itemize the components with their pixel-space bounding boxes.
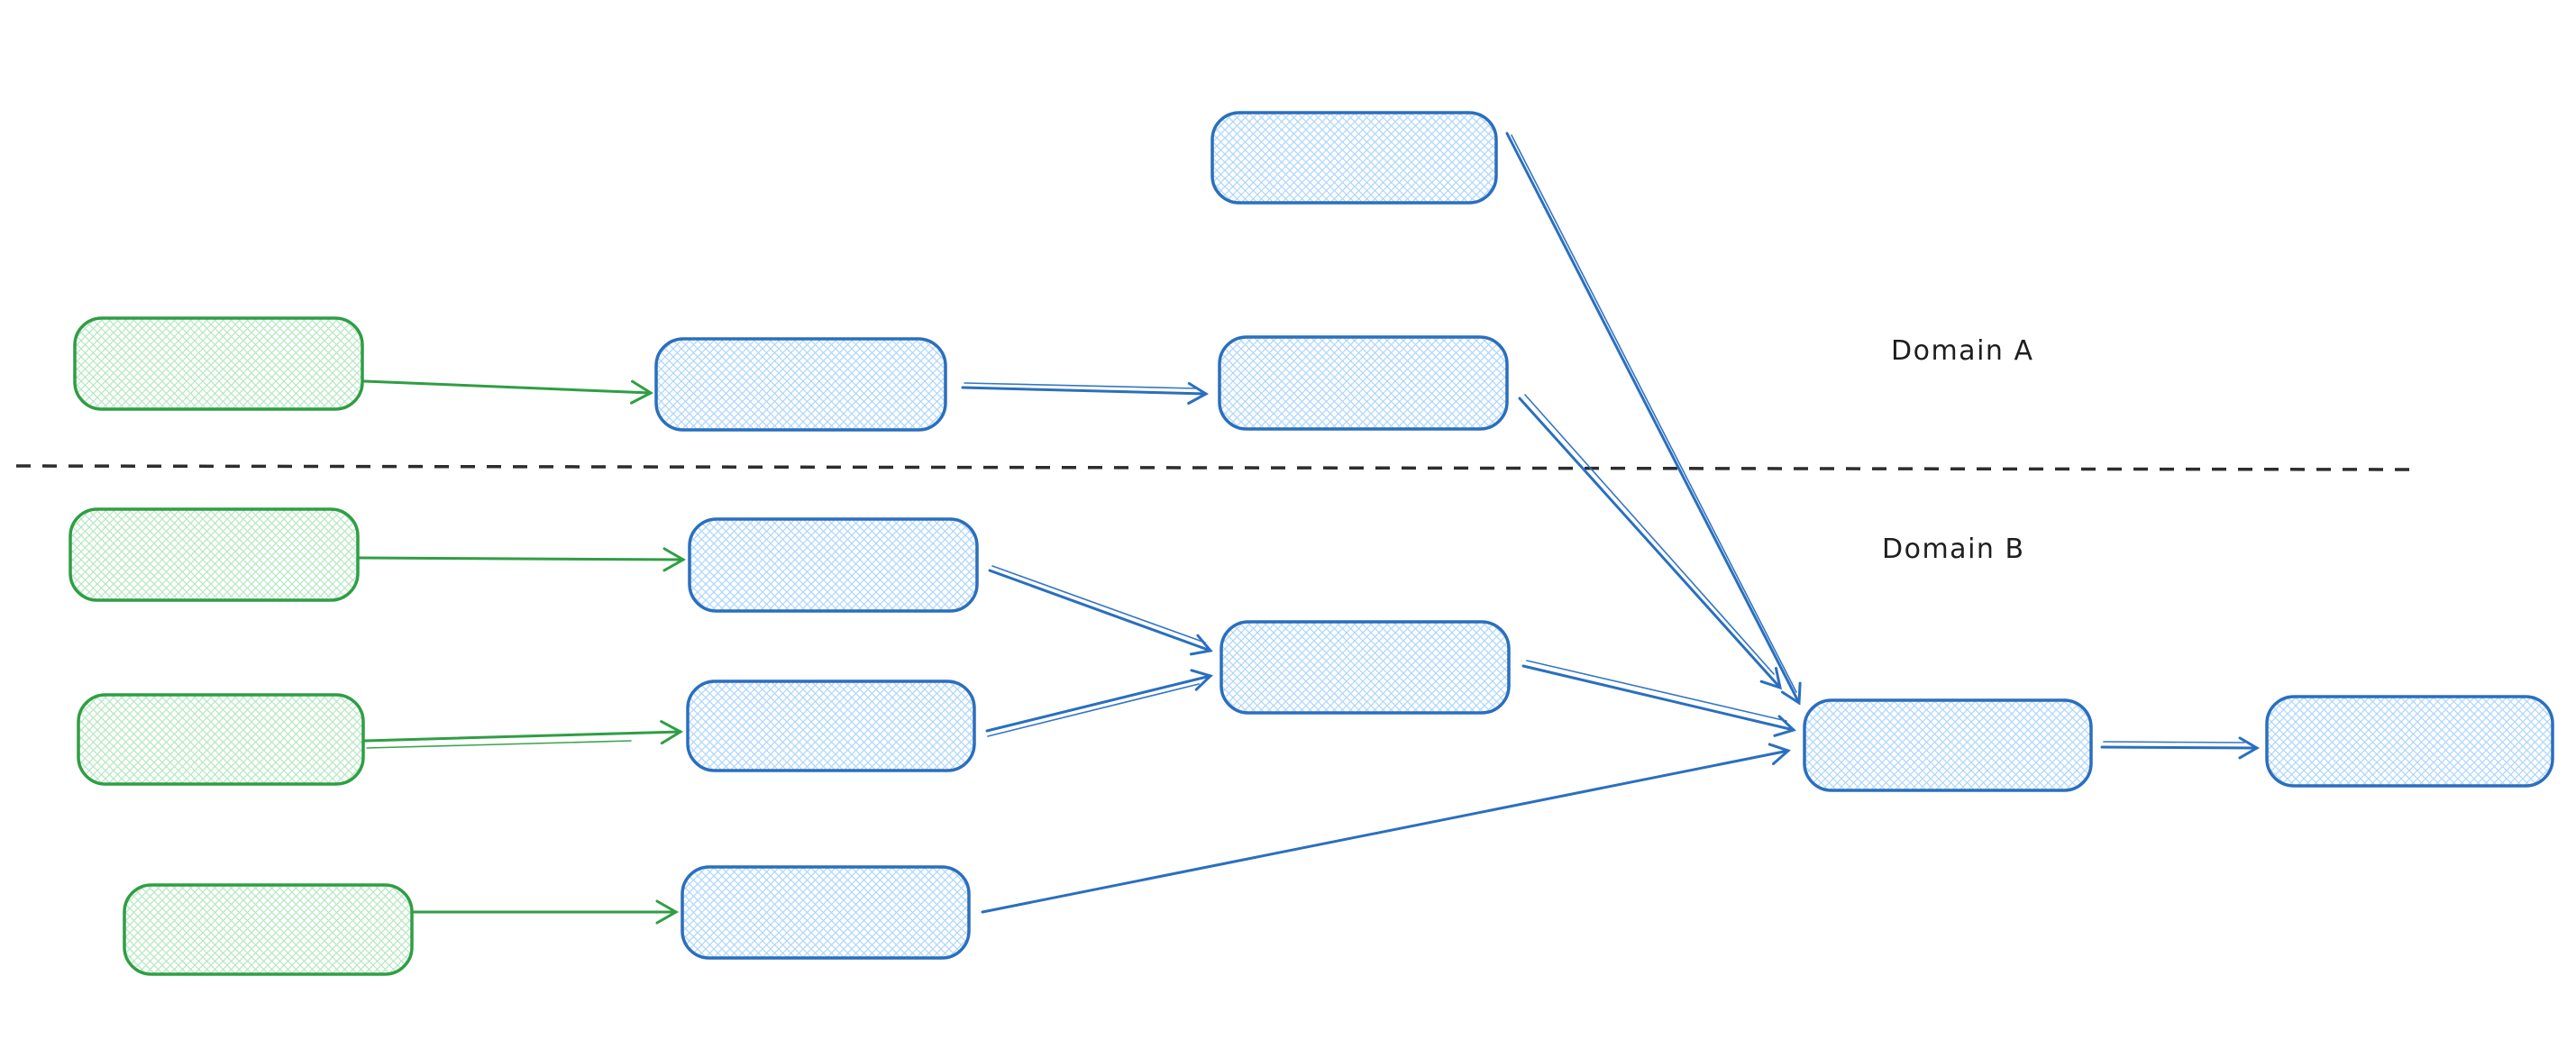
node-domain-b-stage-3[interactable] [681,865,971,960]
node-merge[interactable] [1803,698,2093,792]
edge-domain-b-join-to-merge[interactable] [1521,664,1796,737]
domain-a-label[interactable]: Domain A [1891,335,2034,367]
edge-domain-b-stage-2-to-join[interactable] [985,669,1213,733]
node-domain-b-stage-1[interactable] [688,517,979,613]
edge-merge-to-output[interactable] [2100,736,2260,760]
node-domain-a-node-top[interactable] [1210,111,1498,205]
edge-domain-a-stage-1-to-stage-2-echo [964,382,1196,389]
node-domain-b-source-3[interactable] [123,883,414,976]
edge-domain-b-stage-3-to-merge[interactable] [981,743,1791,914]
node-domain-a-stage-2[interactable] [1218,335,1509,431]
edge-domain-a-stage-1-to-stage-2[interactable] [961,382,1209,406]
node-domain-b-source-1[interactable] [69,507,360,602]
node-output[interactable] [2265,695,2554,788]
edge-domain-a-node-top-to-merge-echo [1511,134,1797,693]
edge-domain-b-stage-2-to-join-echo [987,683,1200,737]
edge-domain-b-source-2-to-stage-2-echo [366,740,632,749]
edge-domain-b-source-2-to-stage-2[interactable] [363,720,684,745]
edge-domain-a-source-to-stage-1[interactable] [362,379,654,405]
edge-domain-b-source-1-to-stage-1[interactable] [358,547,687,572]
node-domain-a-stage-1[interactable] [654,337,947,432]
edge-domain-b-stage-1-to-join[interactable] [988,569,1213,656]
domain-divider-dashed-line[interactable] [15,464,2415,471]
node-domain-b-join[interactable] [1219,620,1511,715]
edge-domain-a-node-top-to-merge[interactable] [1505,132,1802,706]
edge-domain-b-stage-1-to-join-echo [991,565,1206,643]
edge-domain-a-stage-2-to-merge-echo [1524,394,1775,675]
node-domain-b-stage-2[interactable] [686,680,976,772]
edge-merge-to-output-echo [2103,741,2245,743]
edge-domain-b-join-to-merge-echo [1526,660,1787,722]
edge-domain-a-stage-2-to-merge[interactable] [1518,397,1783,690]
domain-b-label[interactable]: Domain B [1882,534,2025,565]
node-domain-b-source-2[interactable] [77,693,365,786]
node-domain-a-source[interactable] [73,316,364,411]
